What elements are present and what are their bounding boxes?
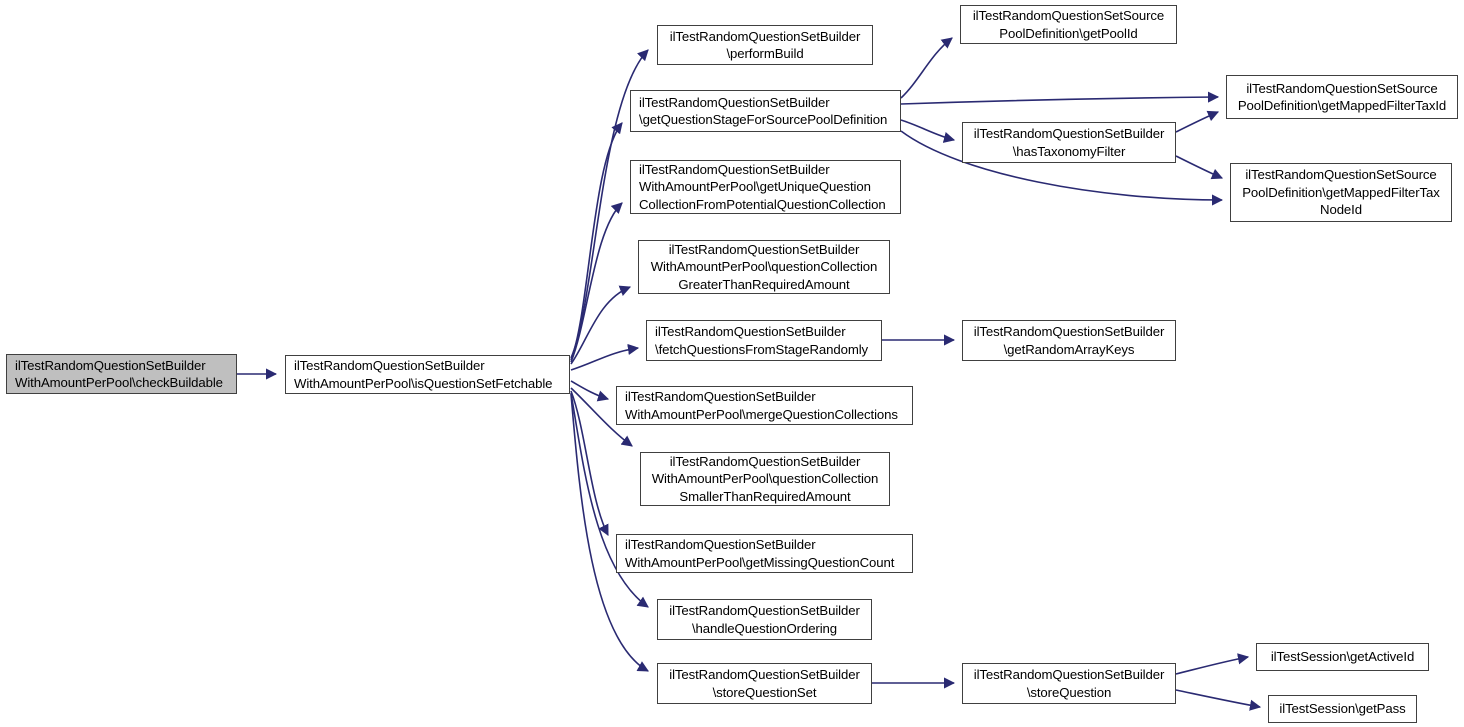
graph-node-hasTaxonomyFilter[interactable]: ilTestRandomQuestionSetBuilder \hasTaxon… [962,122,1176,163]
graph-node-handleQuestionOrdering[interactable]: ilTestRandomQuestionSetBuilder \handleQu… [657,599,872,640]
edge-hasTaxonomyFilter-to-getMappedFilterTaxId [1175,110,1220,133]
edge-isQuestionSetFetchable-to-fetchQuestionsFromStageRandomly [570,343,640,371]
graph-node-getQuestionStageForSourcePoolDefinition[interactable]: ilTestRandomQuestionSetBuilder \getQuest… [630,90,901,132]
graph-node-mergeQuestionCollections[interactable]: ilTestRandomQuestionSetBuilder WithAmoun… [616,386,913,425]
graph-node-storeQuestion[interactable]: ilTestRandomQuestionSetBuilder \storeQue… [962,663,1176,704]
graph-node-getMissingQuestionCount[interactable]: ilTestRandomQuestionSetBuilder WithAmoun… [616,534,913,573]
edge-hasTaxonomyFilter-to-getMappedFilterTaxNodeId [1175,155,1224,180]
graph-node-getMappedFilterTaxNodeId[interactable]: ilTestRandomQuestionSetSource PoolDefini… [1230,163,1452,222]
edge-storeQuestion-to-getPass [1175,689,1262,711]
graph-node-storeQuestionSet[interactable]: ilTestRandomQuestionSetBuilder \storeQue… [657,663,872,704]
edge-getQuestionStageForSourcePoolDefinition-to-getPoolId [900,37,953,99]
edge-isQuestionSetFetchable-to-mergeQuestionCollections [570,380,610,402]
edge-isQuestionSetFetchable-to-getQuestionStageForSourcePoolDefinition [570,122,623,361]
graph-node-checkBuildable[interactable]: ilTestRandomQuestionSetBuilder WithAmoun… [6,354,237,394]
edge-isQuestionSetFetchable-to-getUniqueQuestionCollectionFromPotentialQuestionCollection [570,202,623,363]
graph-node-fetchQuestionsFromStageRandomly[interactable]: ilTestRandomQuestionSetBuilder \fetchQue… [646,320,882,361]
edge-getQuestionStageForSourcePoolDefinition-to-getMappedFilterTaxId [900,91,1220,105]
graph-node-isQuestionSetFetchable[interactable]: ilTestRandomQuestionSetBuilder WithAmoun… [285,355,570,394]
graph-node-getPoolId[interactable]: ilTestRandomQuestionSetSource PoolDefini… [960,5,1177,44]
graph-node-getActiveId[interactable]: ilTestSession\getActiveId [1256,643,1429,671]
graph-node-getUniqueQuestionCollectionFromPotentialQuestionCollection[interactable]: ilTestRandomQuestionSetBuilder WithAmoun… [630,160,901,214]
graph-node-getMappedFilterTaxId[interactable]: ilTestRandomQuestionSetSource PoolDefini… [1226,75,1458,119]
edge-getQuestionStageForSourcePoolDefinition-to-hasTaxonomyFilter [900,119,956,143]
edge-isQuestionSetFetchable-to-getMissingQuestionCount [570,390,609,536]
edge-isQuestionSetFetchable-to-questionCollectionGreaterThanRequiredAmount [570,285,632,365]
edge-storeQuestion-to-getActiveId [1175,653,1250,675]
graph-node-getRandomArrayKeys[interactable]: ilTestRandomQuestionSetBuilder \getRando… [962,320,1176,361]
edge-isQuestionSetFetchable-to-handleQuestionOrdering [570,392,649,608]
graph-node-getPass[interactable]: ilTestSession\getPass [1268,695,1417,723]
graph-node-performBuild[interactable]: ilTestRandomQuestionSetBuilder \performB… [657,25,873,65]
edge-isQuestionSetFetchable-to-storeQuestionSet [570,393,649,672]
graph-node-questionCollectionSmallerThanRequiredAmount[interactable]: ilTestRandomQuestionSetBuilder WithAmoun… [640,452,890,506]
graph-node-questionCollectionGreaterThanRequiredAmount[interactable]: ilTestRandomQuestionSetBuilder WithAmoun… [638,240,890,294]
